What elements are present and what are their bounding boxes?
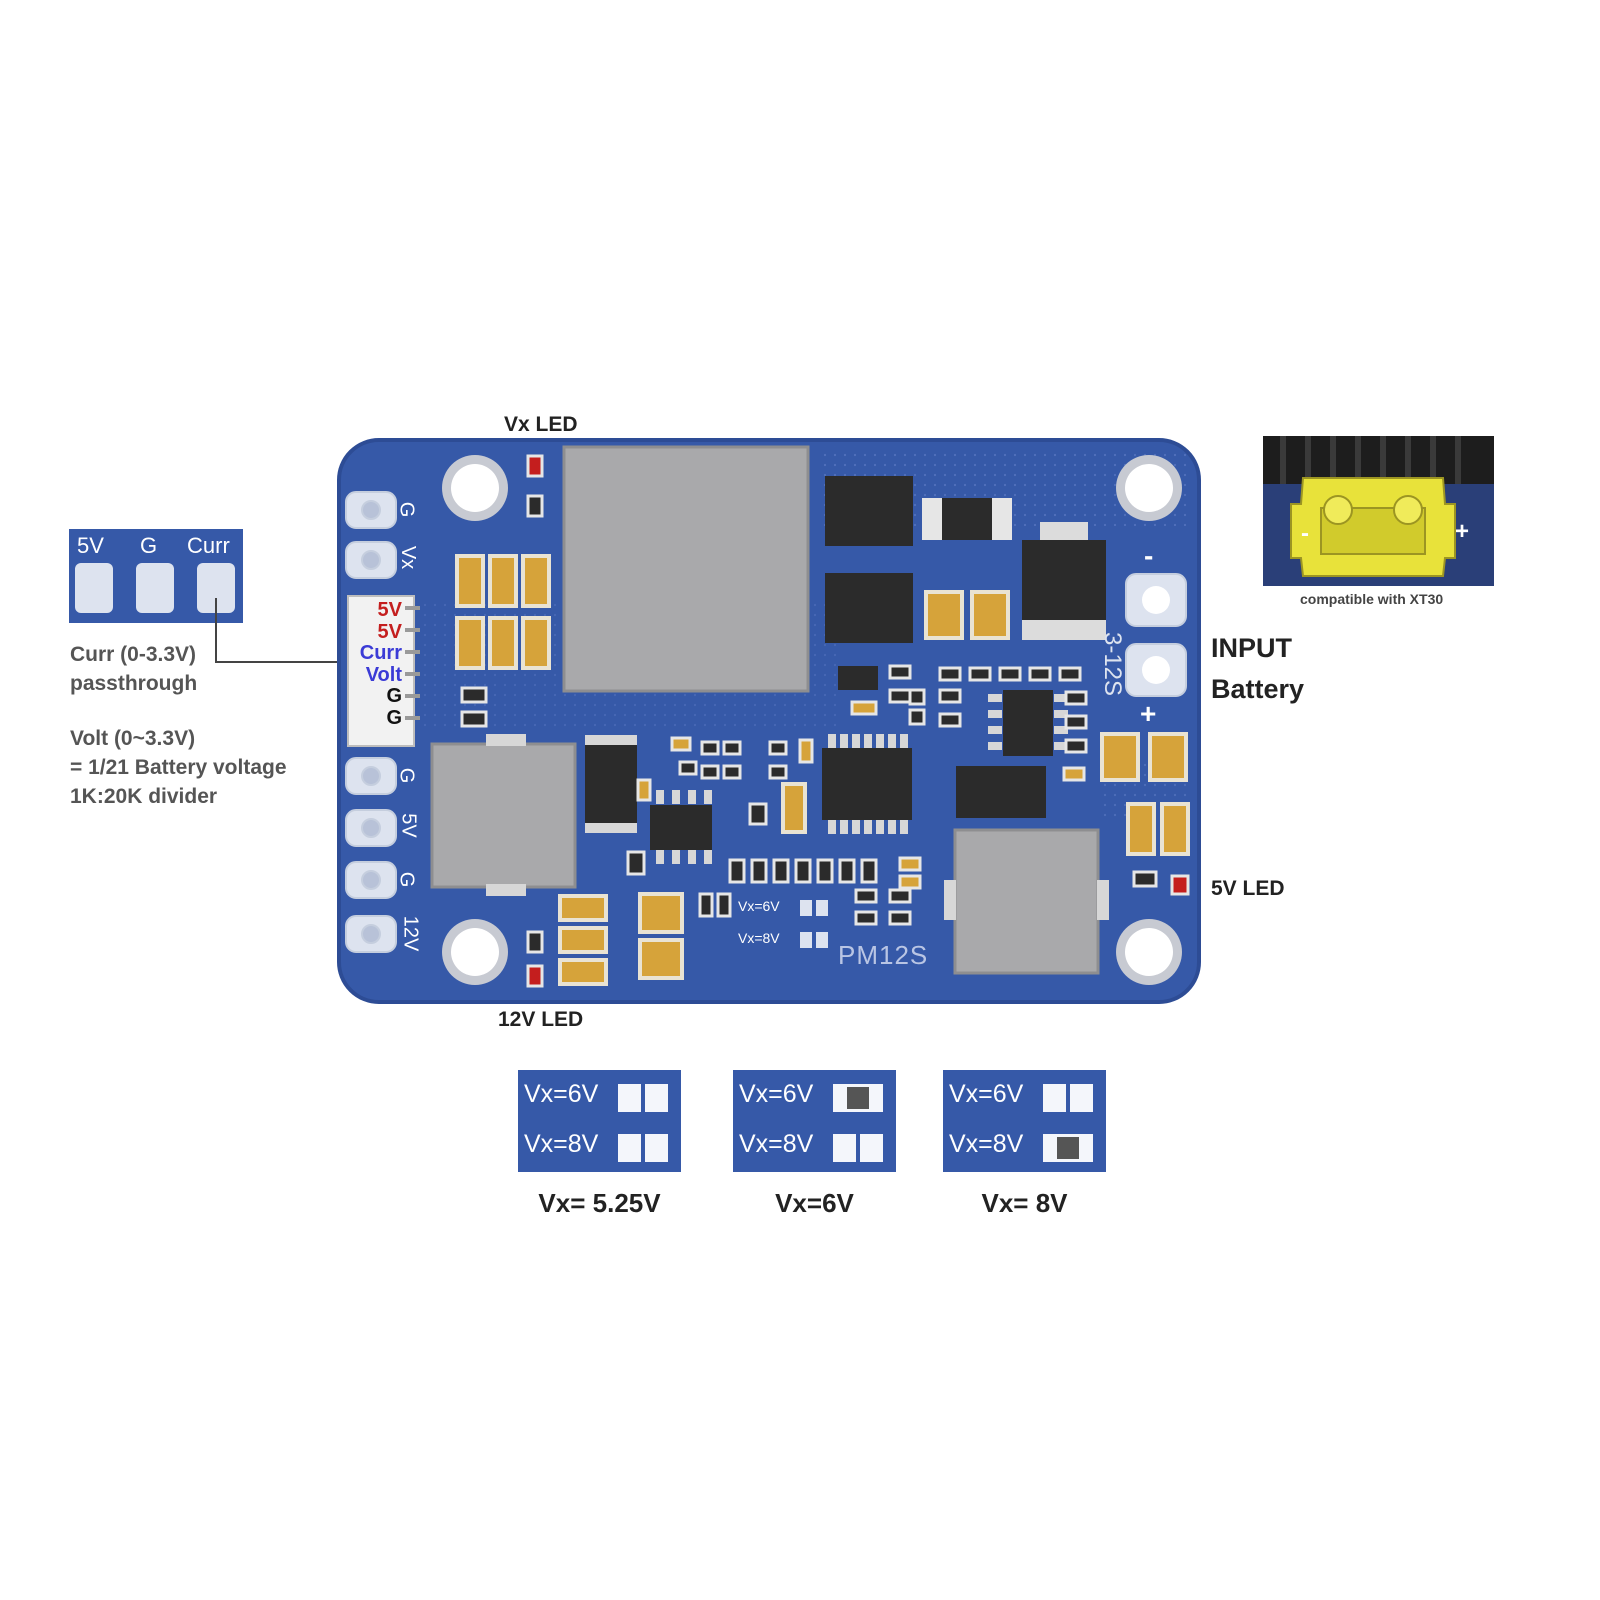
jumper-config-caption: Vx= 5.25V [538,1188,661,1218]
pin-label-5v-a: 5V [377,599,402,621]
capacitors [455,554,1190,986]
jumper-solder-pads [618,1134,668,1162]
vx-led-label: Vx LED [504,413,578,436]
inductor-left [430,742,577,889]
inset-header-g: G [140,533,158,558]
pin-label-volt: Volt [365,663,402,686]
jumper-solder-pads [618,1084,668,1112]
jumper-bridge [1057,1137,1079,1159]
inset-header-curr: Curr [187,533,230,558]
volt-note: Volt (0~3.3V) = 1/21 Battery voltage 1K:… [70,724,287,811]
battery-terminals [1125,573,1187,697]
jumper-solder-pads [1043,1084,1093,1112]
input-label-line2: Battery [1211,674,1305,704]
pad-label-g1: G [395,501,418,518]
jumper-solder-pads [1043,1134,1093,1162]
led-5v-label: 5V LED [1211,877,1285,900]
inset-pad-g [136,563,174,613]
pad-label-vx: Vx [397,545,420,570]
curr-note-line1: Curr (0-3.3V) [70,643,197,666]
vx-led [526,454,544,478]
pin-label-curr: Curr [359,642,402,664]
jumper-solder-pads [833,1084,883,1112]
jumper-gap [1066,1084,1070,1112]
terminal-plus: + [1140,698,1157,729]
inductor-right [953,828,1100,975]
onboard-jumper-8v-label: Vx=8V [738,930,780,946]
jumper-gap [856,1134,860,1162]
board-cell-range: 3-12S [1099,631,1127,697]
xt30-photo: - + [1263,436,1494,586]
inset-header-5v: 5V [77,533,104,558]
jumper-config-caption: Vx=6V [775,1188,854,1218]
board-model: PM12S [838,940,929,970]
pin-label-g-a: G [386,685,402,707]
mounting-holes [442,455,1182,985]
jumper-solder-pads [833,1134,883,1162]
pad-label-g3: G [395,871,418,888]
volt-note-line1: Volt (0~3.3V) [70,727,196,750]
led-5v [1170,874,1190,896]
inductor-large [562,445,810,693]
jumper-row-label: Vx=6V [949,1080,1024,1108]
terminal-minus: - [1144,540,1154,571]
led-12v [526,964,544,988]
jumper-row-label: Vx=8V [524,1130,599,1158]
jumper-gap [641,1084,645,1112]
xt30-plus: + [1455,518,1470,545]
jumper-row-label: Vx=6V [739,1080,814,1108]
pin-label-5v-b: 5V [377,620,402,643]
curr-note-line2: passthrough [70,672,198,695]
pad-label-12v: 12V [399,915,422,952]
volt-note-line3: 1K:20K divider [70,785,218,808]
volt-note-line2: = 1/21 Battery voltage [70,756,287,779]
pad-label-5v: 5V [397,813,420,838]
xt30-compat-note: compatible with XT30 [1300,591,1444,607]
input-label-line1: INPUT [1211,633,1292,663]
chips [585,476,1106,850]
jumper-bridge [847,1087,869,1109]
jumper-row-label: Vx=8V [739,1130,814,1158]
jumper-row-label: Vx=6V [524,1080,599,1108]
onboard-jumper-6v-label: Vx=6V [738,898,780,914]
xt30-minus: - [1301,520,1309,547]
jumper-config-panel: Vx=6V Vx=8V [943,1070,1106,1172]
edge-pads [345,491,397,953]
jumper-config-panel: Vx=6V Vx=8V [518,1070,681,1172]
input-battery-label: INPUT Battery [1211,628,1304,710]
led-indicators [526,454,1190,988]
jst-connector [347,595,415,747]
jumper-config-caption: Vx= 8V [981,1188,1068,1218]
inset-pad-panel: 5V G Curr [69,529,243,623]
jumper-row-label: Vx=8V [949,1130,1024,1158]
jumper-config-panel: Vx=6V Vx=8V [733,1070,896,1172]
connector-pin-labels: 5V 5V Curr Volt G G [352,599,402,729]
pad-label-g2: G [395,767,418,784]
pin-label-g-b: G [386,706,402,729]
curr-note: Curr (0-3.3V) passthrough [70,640,197,698]
led-12v-label: 12V LED [498,1008,584,1031]
inset-pad-5v [75,563,113,613]
xt30-connector-icon [1263,436,1494,586]
jumper-gap [641,1134,645,1162]
